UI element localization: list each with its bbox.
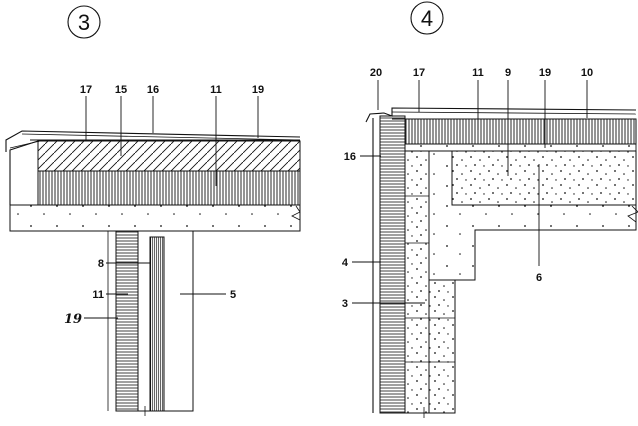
fig3-label-8: 8 [98, 258, 104, 270]
figure-3-number-circle [67, 5, 101, 39]
roof-layer-19 [404, 143, 637, 152]
fig3-label-5: 5 [230, 289, 236, 301]
figure-4-number-circle [410, 1, 444, 35]
wall-core-8 [149, 236, 165, 412]
fig4-label-17: 17 [413, 67, 425, 79]
concrete-slab [9, 204, 301, 232]
fig4-label-9: 9 [505, 67, 511, 79]
fig4-label-20: 20 [370, 67, 382, 79]
fig4-label-16: 16 [344, 151, 356, 163]
fig3-label-11: 11 [210, 84, 222, 96]
fig4-label-10: 10 [581, 67, 593, 79]
fig4-label-19: 19 [539, 67, 551, 79]
insulation-layer-15 [37, 140, 301, 172]
fig3-handwritten-label: 19 [64, 312, 82, 327]
fig3-label-11-wall: 11 [92, 289, 104, 301]
cladding-16 [379, 115, 406, 414]
layer-11 [37, 170, 301, 206]
fig4-label-6: 6 [536, 272, 542, 284]
fig4-label-4: 4 [342, 257, 349, 269]
fig3-label-17: 17 [80, 84, 92, 96]
wall-layer-11 [115, 230, 139, 412]
fig4-label-3: 3 [342, 298, 348, 310]
figure-4-number: 4 [421, 6, 433, 31]
insulation-9 [451, 150, 637, 206]
fig3-label-19: 19 [252, 84, 264, 96]
figure-3: 3 17 15 16 11 1 [5, 5, 301, 416]
wall-5 [137, 230, 194, 412]
fig4-label-11: 11 [472, 67, 484, 79]
figure-3-number: 3 [78, 10, 90, 35]
figure-4: 4 2 [342, 1, 638, 418]
fig3-label-16: 16 [147, 84, 159, 96]
roof-layer-11 [404, 118, 637, 145]
masonry-wall-3 [404, 150, 430, 414]
fig3-label-15: 15 [115, 84, 127, 96]
